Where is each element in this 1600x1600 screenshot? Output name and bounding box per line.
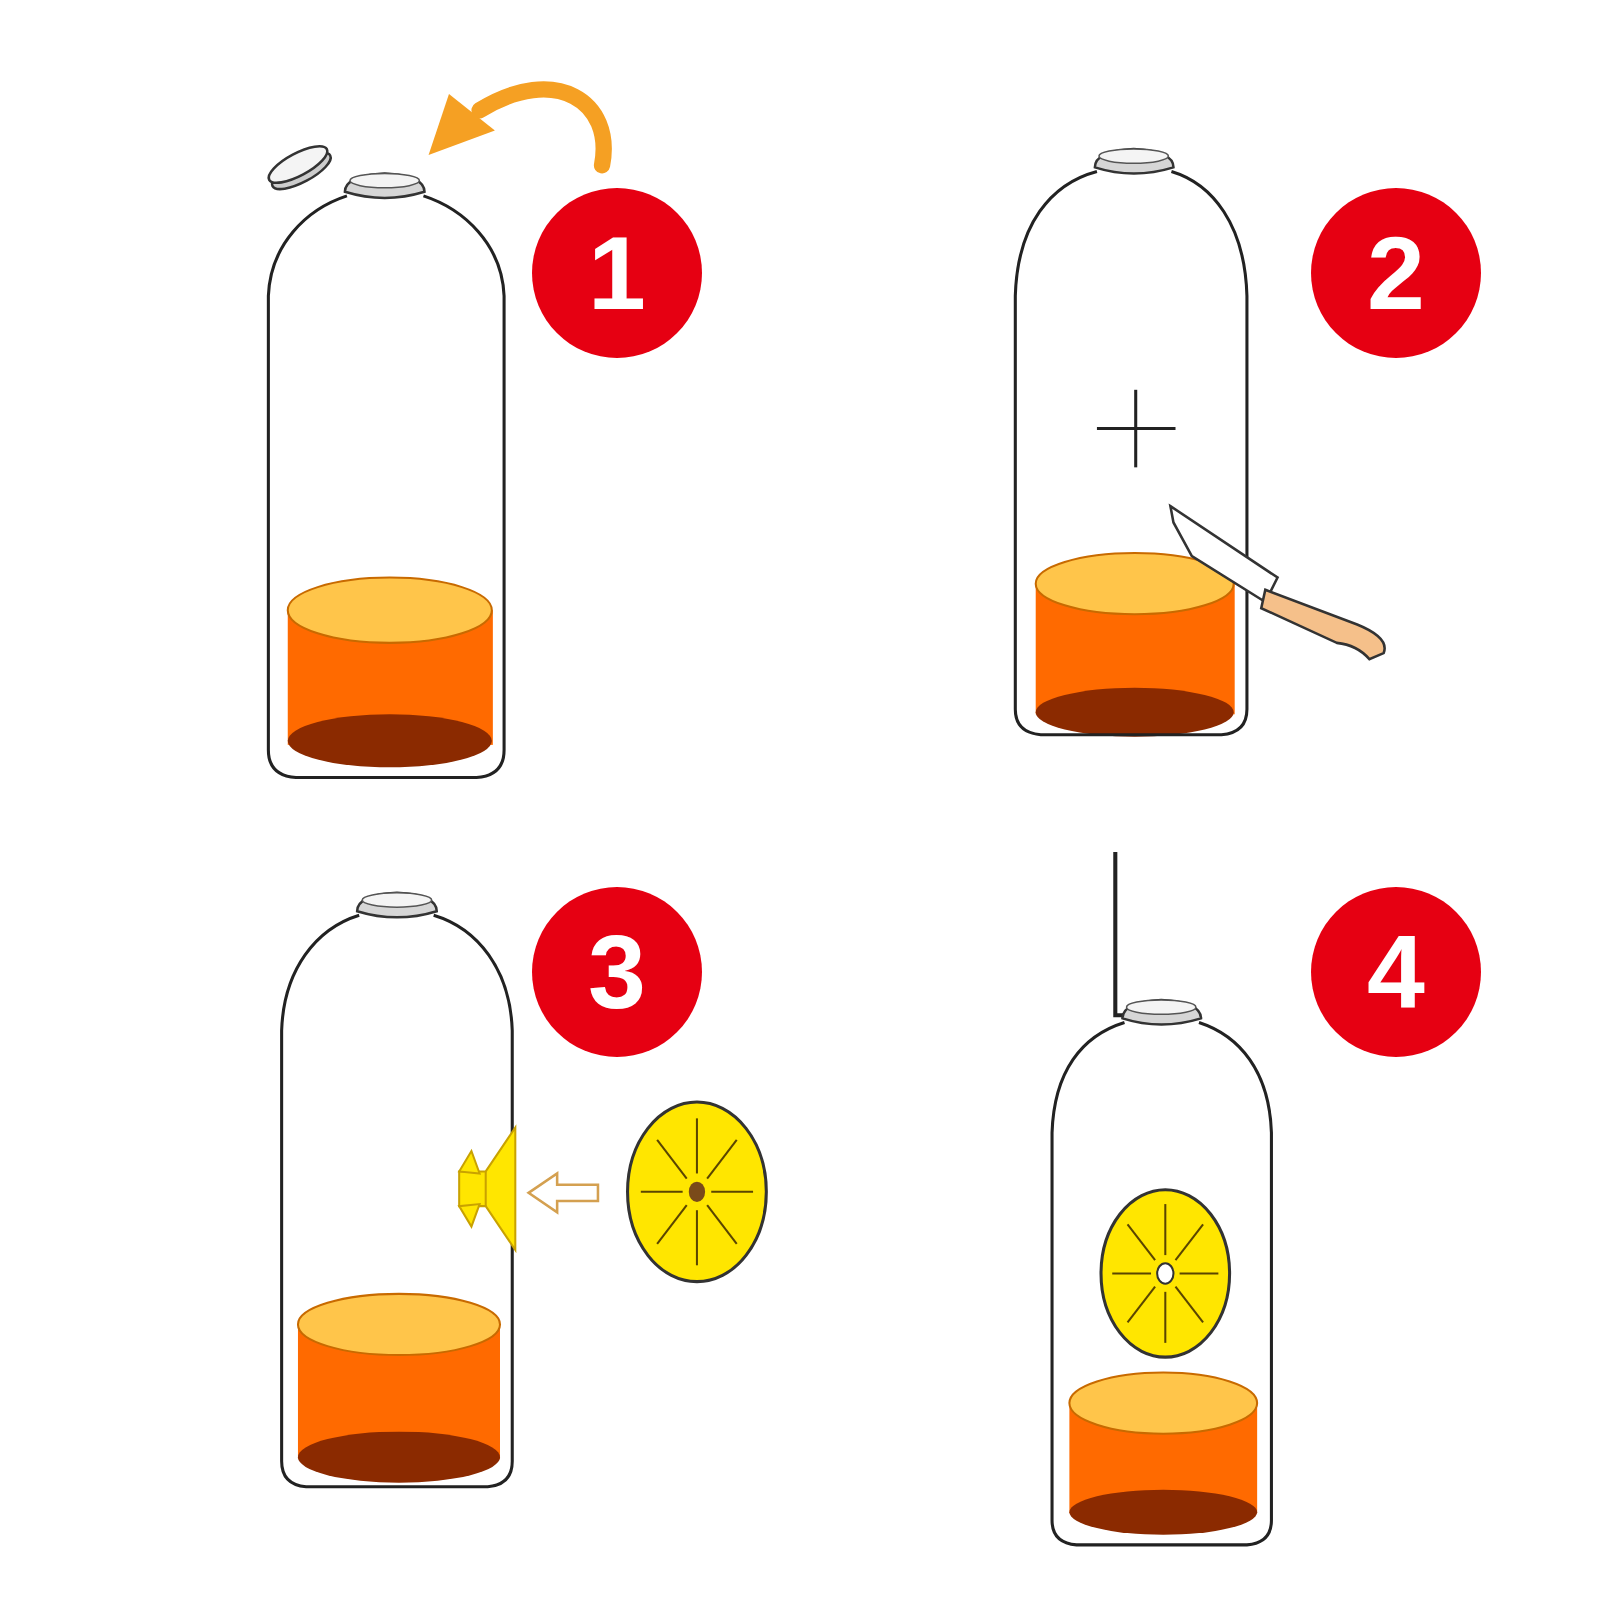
- removed-cap: [264, 139, 336, 196]
- badge-fill: [532, 887, 702, 1057]
- step-number-badge: 4: [1311, 887, 1481, 1057]
- bottle-cap: [1095, 149, 1174, 173]
- liquid-bottom: [288, 714, 492, 767]
- bottle-outline: [268, 196, 504, 778]
- knife-blade: [1170, 506, 1277, 602]
- bottle-cap: [357, 893, 437, 917]
- arrow-head: [429, 94, 495, 155]
- badge-fill: [1311, 887, 1481, 1057]
- funnel-entry: [459, 1128, 515, 1250]
- funnel-disk: [628, 1102, 767, 1282]
- knife-handle: [1261, 590, 1384, 659]
- liquid-surface: [288, 578, 492, 643]
- bottle-outline: [1015, 171, 1247, 734]
- step-number: 2: [1367, 221, 1425, 325]
- step-number: 3: [588, 920, 646, 1024]
- panel-one: [264, 89, 604, 777]
- cap-top: [350, 173, 419, 187]
- insert-arrow: [529, 1173, 598, 1212]
- step-number-badge: 1: [532, 188, 702, 358]
- cap-top: [362, 893, 431, 907]
- step-number: 4: [1367, 920, 1425, 1024]
- step-number-badge: 3: [532, 887, 702, 1057]
- bottle-cap: [345, 173, 425, 197]
- bottle-outline: [1052, 1022, 1271, 1544]
- liquid-surface: [298, 1294, 500, 1355]
- bottle-cap: [1122, 1000, 1201, 1024]
- step-number-badge: 2: [1311, 188, 1481, 358]
- badge-fill: [532, 188, 702, 358]
- cut-mark: [1134, 390, 1137, 468]
- liquid-bottom: [1069, 1490, 1257, 1535]
- hanging-string: [1115, 852, 1134, 1015]
- cap-top: [1127, 1000, 1196, 1014]
- panel-four: [1052, 852, 1271, 1545]
- funnel-disk: [1101, 1190, 1230, 1357]
- step-number: 1: [588, 221, 646, 325]
- liquid-bottom: [1036, 688, 1234, 737]
- badge-fill: [1311, 188, 1481, 358]
- curved-arrow: [480, 89, 604, 165]
- cap-top: [1099, 149, 1168, 163]
- liquid-surface: [1069, 1372, 1257, 1433]
- liquid-bottom: [298, 1432, 500, 1483]
